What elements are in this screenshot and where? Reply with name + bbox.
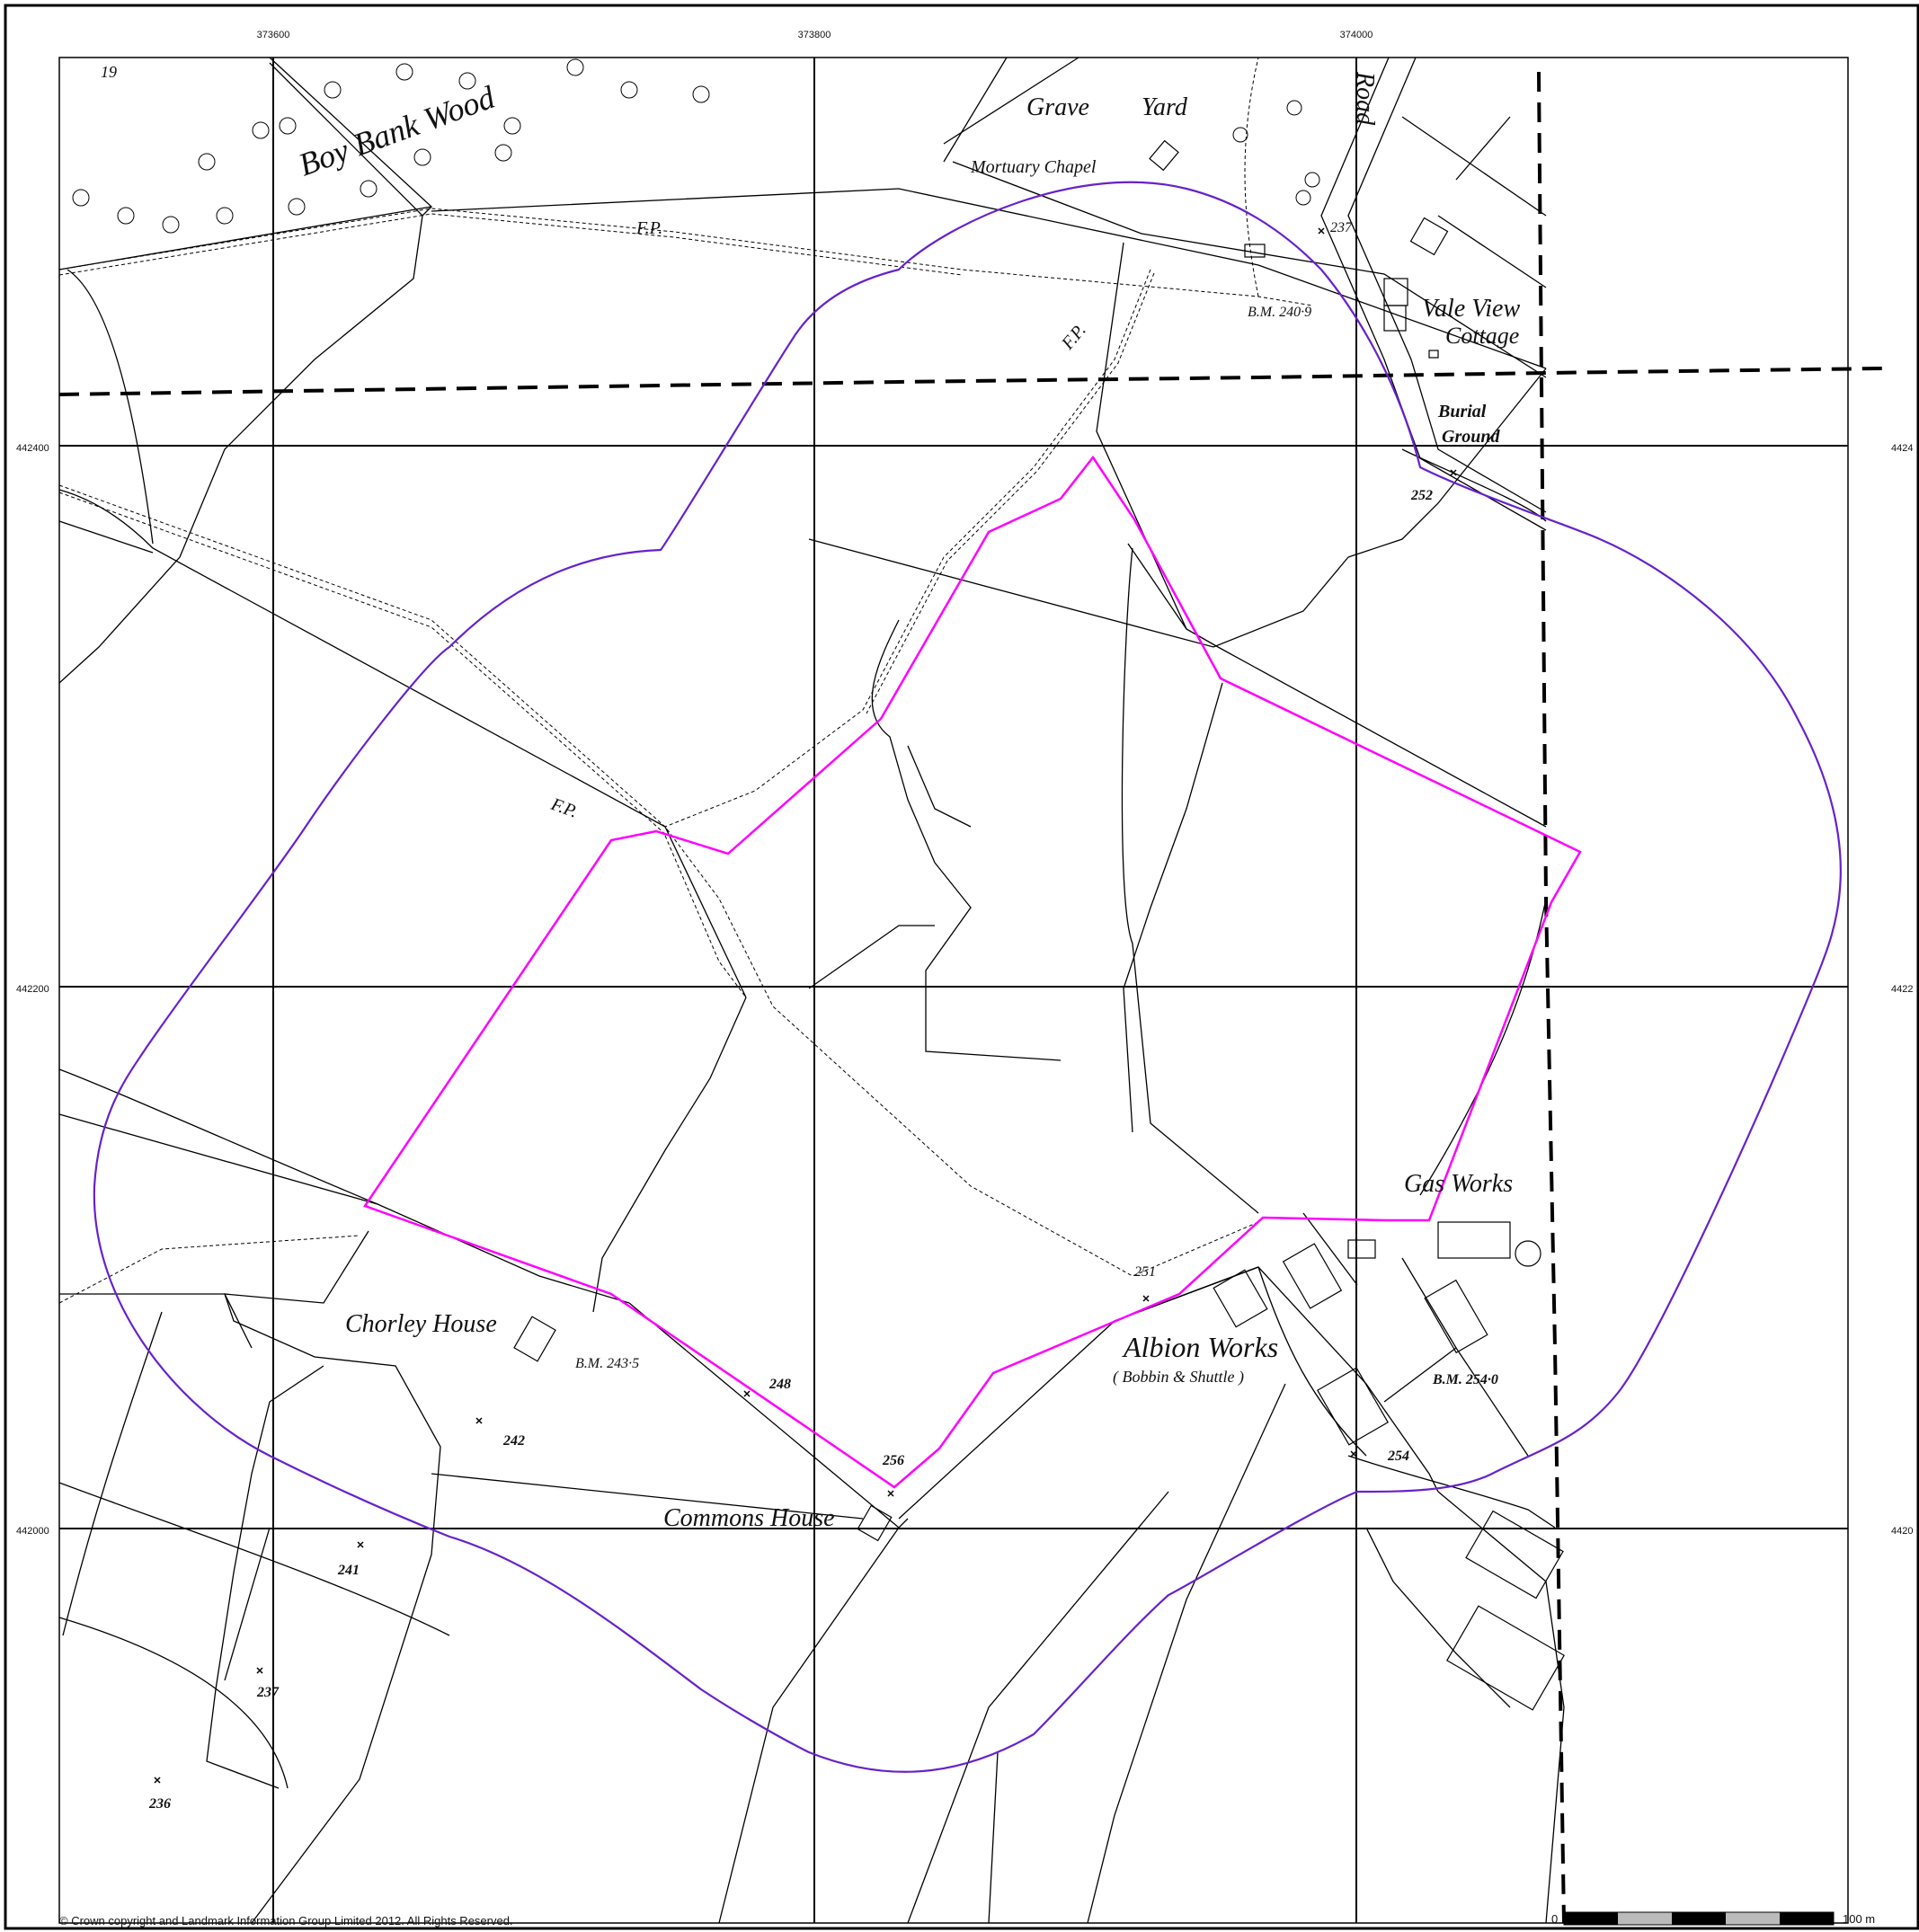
label-commons-house: Commons House xyxy=(663,1504,835,1532)
woodland-symbols xyxy=(72,58,1320,234)
label-height-254: 254 xyxy=(1387,1449,1409,1464)
scale-end-label: 100 m xyxy=(1843,1912,1876,1926)
scale-start-label: 0 xyxy=(1551,1912,1559,1926)
northing-label-1: 442400 xyxy=(16,443,49,454)
northing-right-label-3: 4420 xyxy=(1891,1526,1913,1537)
northing-label-3: 442000 xyxy=(16,1526,49,1537)
label-yard: Yard xyxy=(1142,93,1188,121)
label-mortuary-chapel: Mortuary Chapel xyxy=(970,157,1097,177)
map-frame xyxy=(58,57,1849,1924)
label-grave: Grave xyxy=(1026,93,1089,121)
national-grid xyxy=(59,58,1848,1923)
label-wood-number: 19 xyxy=(101,63,117,81)
label-fp-top: F.P. xyxy=(635,218,662,238)
footpaths xyxy=(58,57,1313,1304)
northing-label-2: 442200 xyxy=(16,984,49,995)
label-chorley-house: Chorley House xyxy=(345,1310,497,1338)
sheet-edges xyxy=(58,71,1884,1924)
label-height-251: 251 xyxy=(1134,1264,1156,1280)
spot-heights xyxy=(154,227,1457,1784)
label-height-242: 242 xyxy=(502,1433,525,1449)
label-bobbin-shuttle: ( Bobbin & Shuttle ) xyxy=(1113,1368,1244,1387)
easting-label-3: 374000 xyxy=(1340,30,1373,40)
label-height-237-top: 237 xyxy=(1330,220,1353,235)
site-boundary xyxy=(363,455,1582,1489)
label-bm-2435: B.M. 243·5 xyxy=(575,1356,639,1371)
copyright-notice: © Crown copyright and Landmark Informati… xyxy=(59,1914,513,1928)
label-vale-view: Vale View xyxy=(1422,295,1520,323)
label-height-256: 256 xyxy=(882,1453,904,1468)
label-cottage: Cottage xyxy=(1445,323,1519,349)
label-road: Road xyxy=(1351,71,1379,126)
scale-bar xyxy=(1563,1911,1835,1926)
easting-label-1: 373600 xyxy=(257,30,290,40)
northing-right-label-1: 4424 xyxy=(1891,443,1913,454)
easting-label-2: 373800 xyxy=(798,30,831,40)
outer-frame xyxy=(4,4,1919,1930)
label-burial: Burial xyxy=(1437,402,1487,421)
label-gas-works: Gas Works xyxy=(1404,1170,1513,1198)
label-bm-2540: B.M. 254·0 xyxy=(1432,1372,1498,1387)
buildings xyxy=(513,139,1565,1711)
label-height-237-bottom: 237 xyxy=(256,1685,280,1700)
label-albion-works: Albion Works xyxy=(1122,1331,1278,1363)
label-ground: Ground xyxy=(1442,427,1500,447)
label-height-236: 236 xyxy=(148,1796,171,1812)
northing-right-label-2: 4422 xyxy=(1891,984,1913,995)
buffer-boundary xyxy=(93,181,1842,1773)
label-height-241: 241 xyxy=(337,1563,360,1578)
label-height-248: 248 xyxy=(768,1377,791,1392)
label-height-252: 252 xyxy=(1410,488,1433,503)
label-bm-2409: B.M. 240·9 xyxy=(1248,305,1311,320)
